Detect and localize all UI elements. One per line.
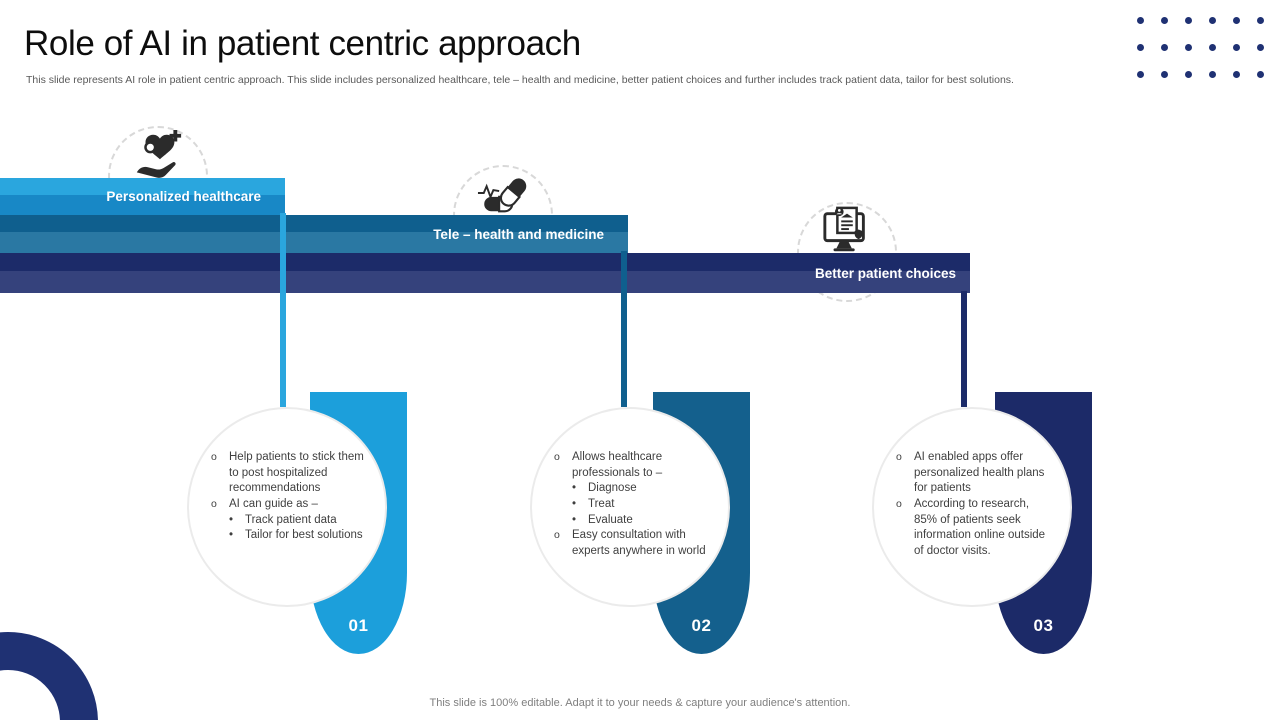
list-item-text: According to research, 85% of patients s… [914, 497, 1046, 557]
banner-strip [0, 232, 628, 253]
bullet-list: o AI enabled apps offer personalized hea… [874, 409, 1070, 559]
bullet: o [211, 451, 217, 463]
bullet: • [229, 529, 234, 542]
hand-heart-icon [129, 129, 187, 181]
banner-better-patient-choices: Better patient choices [0, 253, 970, 293]
dot [1137, 71, 1144, 78]
list-item: o Allows healthcare professionals to – [554, 450, 712, 481]
banner-strip [0, 178, 285, 196]
dot [1257, 17, 1264, 24]
list-item: • Evaluate [572, 513, 712, 529]
banner-strip [0, 195, 285, 215]
list-item: • Tailor for best solutions [229, 528, 369, 544]
dot [1209, 71, 1216, 78]
bullet: o [554, 529, 560, 542]
info-circle-3: o AI enabled apps offer personalized hea… [872, 407, 1072, 607]
corner-ring-decoration [0, 632, 98, 720]
banner-tele-health: Tele – health and medicine [0, 215, 628, 253]
dot [1233, 44, 1240, 51]
bullet: • [572, 482, 577, 495]
bullet: o [896, 451, 902, 463]
footer-note: This slide is 100% editable. Adapt it to… [429, 697, 851, 709]
info-circle-1: o Help patients to stick them to post ho… [187, 407, 387, 607]
connector-line-2 [621, 251, 627, 407]
list-item-text: Diagnose [588, 482, 637, 495]
list-item-text: Help patients to stick them to post hosp… [229, 451, 364, 495]
banner-label: Tele – health and medicine [433, 226, 604, 242]
bullet-list: o Allows healthcare professionals to – •… [532, 409, 728, 559]
step-number: 02 [691, 616, 712, 635]
banner-strip [0, 215, 628, 233]
list-item: o AI can guide as – [211, 497, 369, 513]
list-item: o Easy consultation with experts anywher… [554, 528, 712, 559]
banner-label: Personalized healthcare [106, 189, 261, 204]
list-item: o AI enabled apps offer personalized hea… [896, 450, 1054, 497]
dot [1233, 17, 1240, 24]
list-item-text: Allows healthcare professionals to – [572, 451, 663, 479]
pills-icon [474, 167, 532, 219]
list-item: • Diagnose [572, 481, 712, 497]
bullet: • [572, 497, 577, 510]
connector-line-3 [961, 291, 967, 407]
slide-subtitle: This slide represents AI role in patient… [26, 74, 1014, 86]
list-item: o Help patients to stick them to post ho… [211, 450, 369, 497]
dot [1257, 44, 1264, 51]
dot [1233, 71, 1240, 78]
list-item: • Treat [572, 497, 712, 513]
monitor-document-icon [818, 205, 876, 257]
banner-strip [0, 271, 970, 293]
dot [1161, 71, 1168, 78]
list-item-text: Track patient data [245, 513, 337, 526]
banner-strip [0, 253, 970, 272]
list-item-text: Easy consultation with experts anywhere … [572, 529, 706, 557]
dot [1257, 71, 1264, 78]
dot [1161, 44, 1168, 51]
bullet: o [211, 497, 217, 510]
bullet: o [896, 497, 902, 510]
list-item: • Track patient data [229, 513, 369, 529]
bullet: • [229, 513, 234, 526]
dot [1209, 44, 1216, 51]
banner-label: Better patient choices [814, 265, 956, 281]
step-number: 03 [1033, 616, 1054, 635]
banner-personalized-healthcare: Personalized healthcare [0, 178, 285, 215]
list-item-text: Evaluate [588, 513, 633, 526]
bullet: • [572, 513, 577, 526]
list-item-text: AI enabled apps offer personalized healt… [914, 451, 1045, 495]
list-item: o According to research, 85% of patients… [896, 497, 1054, 560]
dot [1209, 17, 1216, 24]
connector-line-1 [280, 213, 286, 407]
dot [1185, 44, 1192, 51]
bullet-list: o Help patients to stick them to post ho… [189, 409, 385, 544]
dot [1161, 17, 1168, 24]
info-circle-2: o Allows healthcare professionals to – •… [530, 407, 730, 607]
step-number: 01 [348, 616, 369, 635]
dot [1137, 44, 1144, 51]
bullet: o [554, 451, 560, 463]
dot-grid-decoration [1137, 17, 1264, 78]
dot [1137, 17, 1144, 24]
page-title: Role of AI in patient centric approach [24, 24, 581, 63]
list-item-text: Treat [588, 497, 615, 510]
dot [1185, 71, 1192, 78]
dot [1185, 17, 1192, 24]
list-item-text: Tailor for best solutions [245, 529, 363, 542]
list-item-text: AI can guide as – [229, 497, 318, 510]
